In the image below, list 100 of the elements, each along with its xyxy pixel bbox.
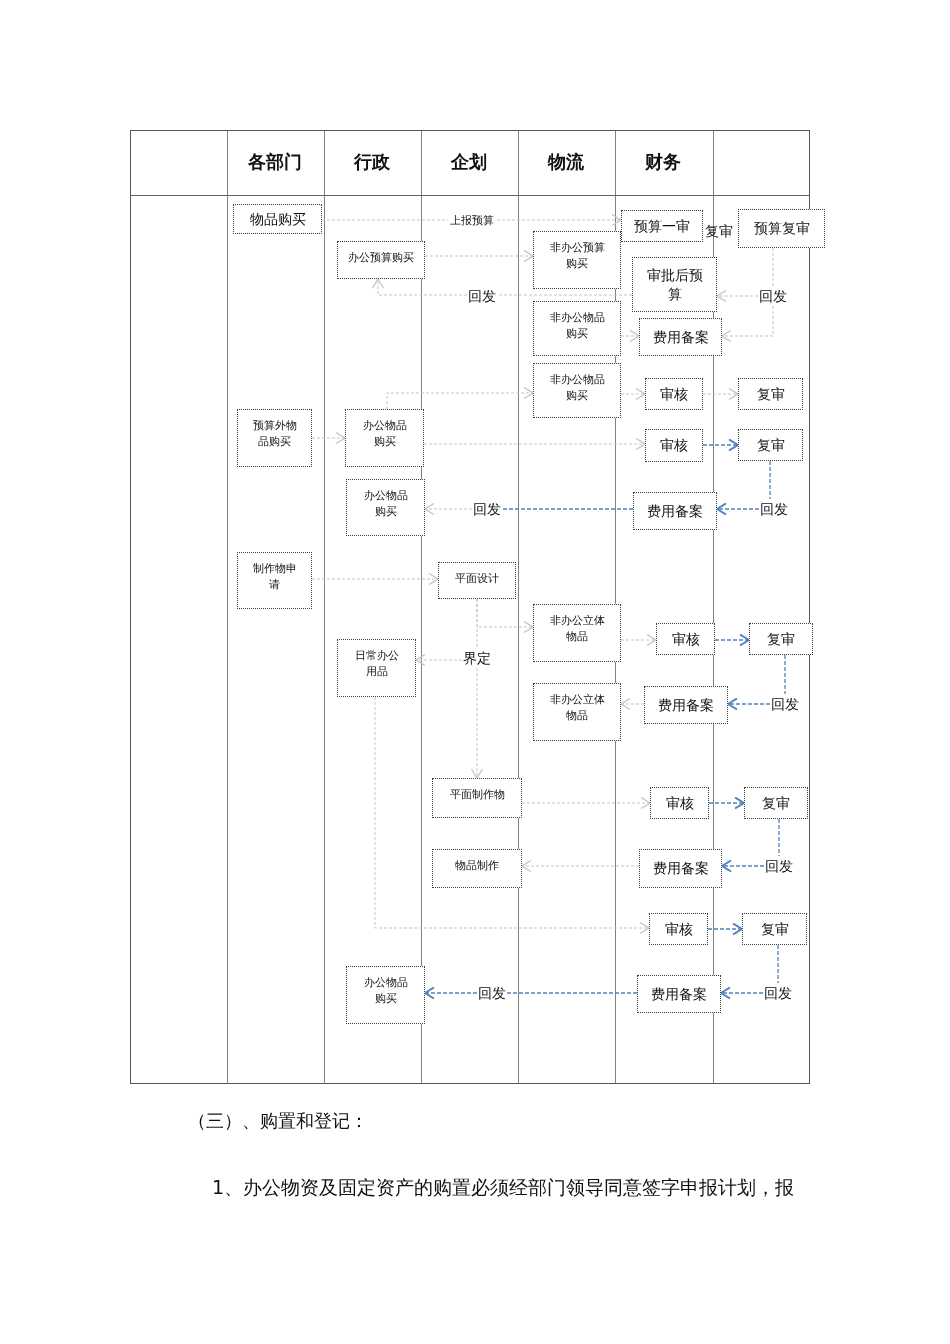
column-header: 行政 bbox=[354, 150, 390, 174]
box-label: 费用备案 bbox=[652, 859, 709, 878]
arrow bbox=[620, 633, 657, 647]
connector bbox=[476, 598, 478, 648]
box-label: 预算外物品购买 bbox=[251, 418, 298, 450]
process-box bbox=[639, 849, 722, 888]
box-label: 制作物申请 bbox=[251, 561, 298, 593]
box-label: 物品购买 bbox=[249, 209, 306, 229]
arrow bbox=[702, 438, 739, 452]
arrow bbox=[721, 859, 765, 873]
process-box bbox=[738, 209, 825, 248]
arrow bbox=[702, 387, 739, 401]
connector bbox=[501, 508, 634, 510]
box-label: 审核 bbox=[671, 629, 700, 649]
step-label: 回发 bbox=[477, 983, 507, 1003]
process-box bbox=[738, 429, 803, 461]
box-label: 非办公立体物品 bbox=[548, 692, 606, 724]
process-box bbox=[533, 363, 621, 418]
process-box bbox=[744, 787, 808, 819]
process-box bbox=[337, 241, 425, 279]
process-box bbox=[639, 318, 722, 356]
process-box bbox=[438, 562, 516, 599]
step-label: 回发 bbox=[763, 983, 793, 1003]
process-box bbox=[749, 623, 813, 655]
box-label: 复审 bbox=[756, 435, 785, 455]
arrow bbox=[470, 667, 484, 779]
arrow bbox=[707, 922, 743, 936]
box-label: 办公预算购买 bbox=[348, 250, 414, 266]
column-header: 物流 bbox=[548, 150, 584, 174]
connector bbox=[784, 654, 786, 695]
arrow bbox=[386, 386, 534, 410]
process-box bbox=[533, 301, 621, 356]
process-box bbox=[644, 686, 728, 724]
box-label: 费用备案 bbox=[658, 695, 714, 715]
arrow bbox=[620, 329, 640, 343]
box-label: 非办公物品购买 bbox=[548, 372, 606, 404]
arrow bbox=[374, 696, 650, 935]
process-box bbox=[645, 378, 703, 410]
column-header: 各部门 bbox=[248, 150, 302, 174]
box-label: 审核 bbox=[665, 793, 694, 813]
box-label: 预算复审 bbox=[753, 219, 810, 238]
arrow bbox=[521, 859, 640, 873]
connector bbox=[778, 818, 780, 857]
process-box bbox=[738, 378, 803, 410]
connector bbox=[769, 460, 771, 500]
paragraph: 1、办公物资及固定资产的购置必须经部门领导同意签字申报计划，报 bbox=[212, 1175, 795, 1199]
arrow bbox=[424, 249, 534, 263]
process-box bbox=[632, 257, 717, 312]
box-label: 非办公物品购买 bbox=[548, 310, 606, 342]
box-label: 复审 bbox=[760, 919, 789, 939]
box-label: 平面制作物 bbox=[449, 787, 505, 803]
process-box bbox=[533, 231, 621, 289]
arrow bbox=[311, 431, 346, 445]
arrow bbox=[720, 986, 764, 1000]
process-box bbox=[345, 409, 424, 467]
process-box bbox=[233, 204, 322, 234]
box-label: 物品制作 bbox=[455, 858, 499, 874]
arrow bbox=[727, 697, 771, 711]
section-heading: （三）、购置和登记： bbox=[188, 1109, 368, 1133]
box-label: 复审 bbox=[762, 793, 790, 813]
process-box bbox=[650, 787, 709, 819]
process-box bbox=[649, 913, 708, 945]
process-box bbox=[237, 409, 312, 467]
arrow bbox=[620, 697, 645, 711]
box-label: 非办公立体物品 bbox=[548, 613, 606, 645]
arrow bbox=[311, 572, 439, 586]
process-box bbox=[645, 429, 703, 462]
box-label: 平面设计 bbox=[455, 571, 499, 587]
box-label: 办公物品购买 bbox=[361, 418, 408, 450]
process-box bbox=[346, 966, 425, 1024]
box-label: 审核 bbox=[660, 436, 688, 455]
connector bbox=[506, 992, 638, 994]
process-box bbox=[237, 552, 312, 609]
step-label: 回发 bbox=[759, 499, 789, 519]
process-box bbox=[656, 623, 715, 655]
step-label: 回发 bbox=[472, 499, 502, 519]
process-box bbox=[533, 604, 621, 662]
process-box bbox=[432, 849, 522, 888]
box-label: 审核 bbox=[664, 919, 693, 939]
arrow bbox=[721, 305, 774, 343]
box-label: 费用备案 bbox=[652, 327, 709, 347]
box-label: 预算一审 bbox=[634, 216, 690, 236]
connector bbox=[777, 944, 779, 984]
process-box bbox=[432, 778, 522, 818]
column-header: 财务 bbox=[645, 150, 681, 174]
box-label: 非办公预算购买 bbox=[548, 240, 606, 272]
arrow bbox=[423, 437, 646, 451]
box-label: 复审 bbox=[756, 384, 785, 404]
process-box bbox=[346, 479, 425, 536]
box-label: 复审 bbox=[767, 629, 795, 649]
box-label: 办公物品购买 bbox=[362, 975, 409, 1007]
box-label: 办公物品购买 bbox=[362, 488, 409, 520]
step-label: 回发 bbox=[770, 694, 800, 714]
step-label: 回发 bbox=[467, 286, 497, 306]
arrow bbox=[620, 387, 646, 401]
process-box bbox=[637, 975, 721, 1013]
process-box bbox=[621, 210, 703, 242]
process-box bbox=[742, 913, 807, 945]
process-box bbox=[633, 492, 717, 530]
arrow bbox=[708, 796, 745, 810]
